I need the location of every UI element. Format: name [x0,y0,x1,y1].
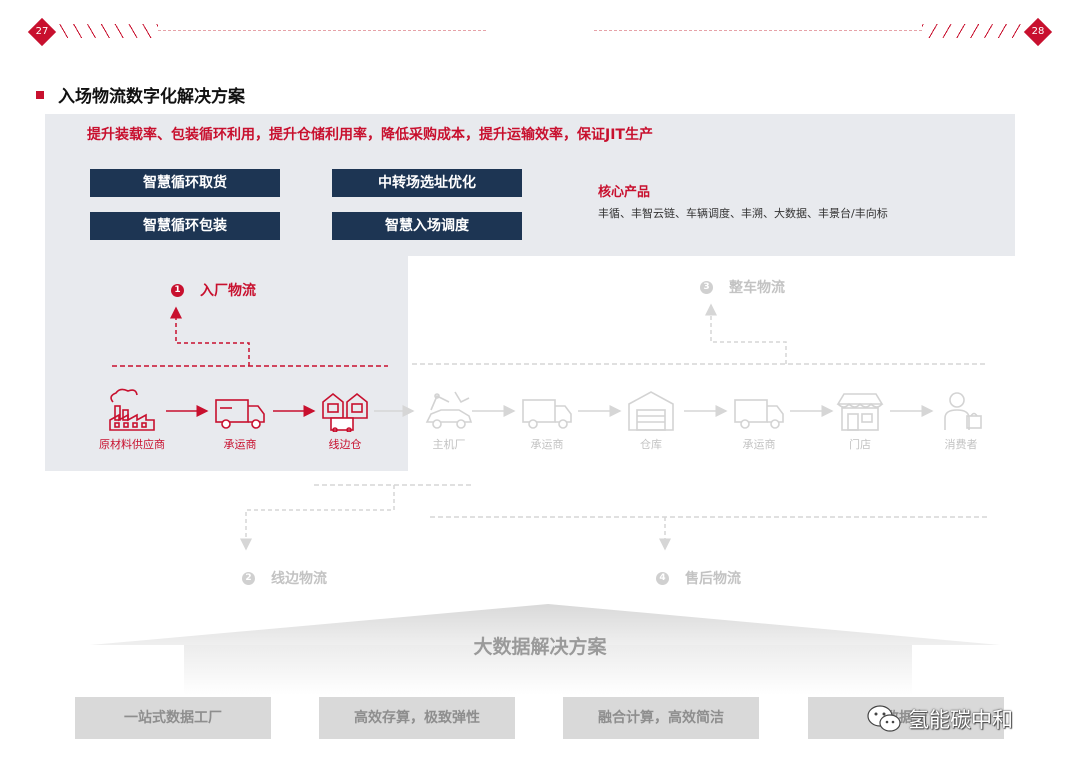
section-title: 入场物流数字化解决方案 [36,82,245,107]
title-marker-icon [36,90,44,99]
solution-box-transfer-site: 中转场选址优化 [332,169,522,197]
node-lineside-warehouse: 线边仓 [300,388,390,452]
factory-icon [109,388,155,431]
solution-panel: 提升装载率、包装循环利用，提升仓储利用率，降低采购成本，提升运输效率，保证JIT… [45,114,1015,256]
stage-vehicle-logistics: 3 整车物流 [700,277,785,297]
node-carrier-1: 承运商 [195,388,285,452]
consumer-icon [944,392,982,430]
bigdata-box-fused-compute: 融合计算，高效简洁 [563,697,759,739]
header-hatch-left [58,24,158,38]
solution-box-cyclic-pickup: 智慧循环取货 [90,169,280,197]
warehouse-icon [628,391,674,431]
bigdata-box-data-security: 数据安 [808,697,1004,739]
bigdata-title: 大数据解决方案 [473,636,607,658]
goal-statement: 提升装载率、包装循环利用，提升仓储利用率，降低采购成本，提升运输效率，保证JIT… [87,127,653,143]
wechat-icon [867,705,901,732]
bigdata-box-storage-compute: 高效存算，极致弹性 [319,697,515,739]
header-divider-right [594,30,922,31]
node-carrier-3: 承运商 [714,388,804,452]
node-warehouse: 仓库 [606,388,696,452]
truck-icon [734,399,784,429]
store-icon [836,393,884,431]
stage-lineside-logistics: 2 线边物流 [242,568,327,588]
inbound-highlight-panel [45,256,408,471]
node-store: 门店 [815,388,905,452]
core-products-title: 核心产品 [598,185,651,200]
watermark: 氢能碳中和 [866,704,1013,734]
node-carrier-2: 承运商 [502,388,592,452]
core-products-list: 丰循、丰智云链、车辆调度、丰溯、大数据、丰景台/丰向标 [598,207,888,220]
stage-aftersales-logistics: 4 售后物流 [656,568,741,588]
solution-box-inbound-dispatch: 智慧入场调度 [332,212,522,240]
node-consumer: 消费者 [916,388,1006,452]
truck-icon [215,399,265,429]
bigdata-platform-shape [90,604,1000,695]
header-hatch-right [922,24,1022,38]
solution-box-cyclic-packaging: 智慧循环包装 [90,212,280,240]
robot-arm-car-icon [425,391,473,429]
warehouse-icon [322,392,368,432]
truck-icon [522,399,572,429]
header-divider-left [158,30,486,31]
bigdata-box-data-factory: 一站式数据工厂 [75,697,271,739]
node-supplier: 原材料供应商 [87,388,177,452]
stage-inbound-logistics: 1 入厂物流 [171,280,256,300]
node-oem-plant: 主机厂 [404,388,494,452]
